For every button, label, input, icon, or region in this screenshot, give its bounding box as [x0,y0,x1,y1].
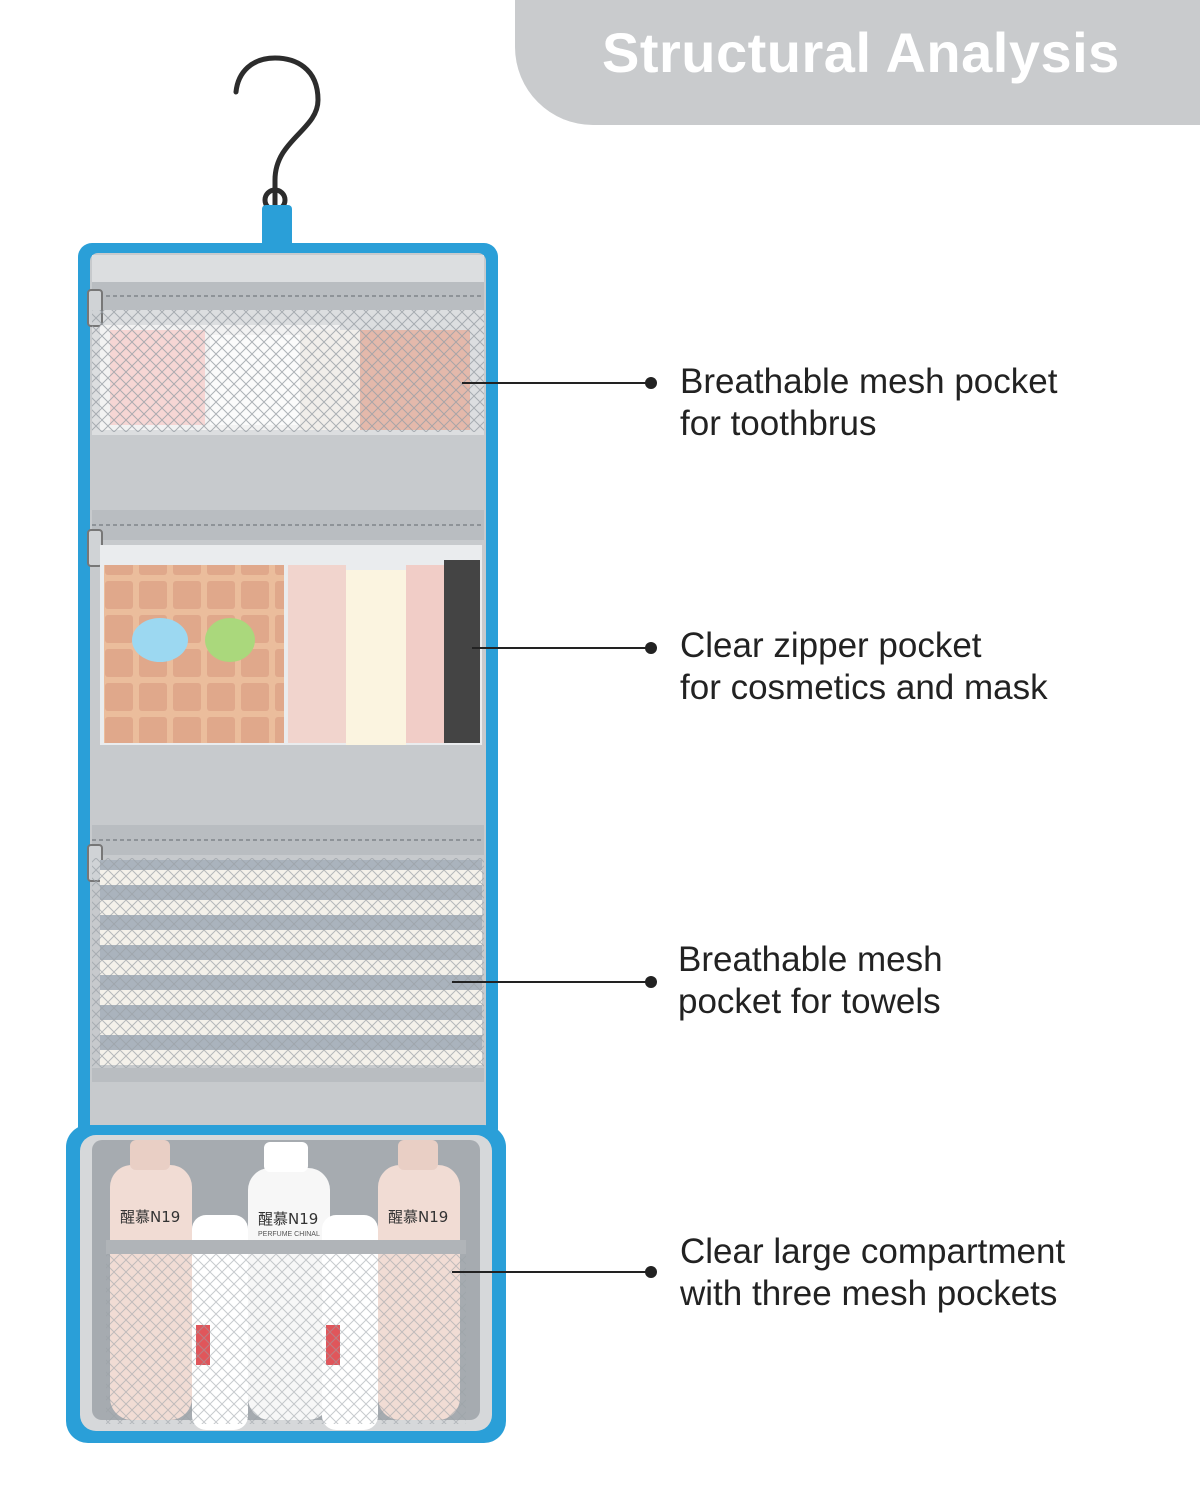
leader-line-4 [452,1266,657,1278]
hanging-hook [233,55,321,250]
bottle-label-1: 醒慕N19 [120,1208,180,1226]
callout-1-line-1: Breathable mesh pocket [680,362,1058,401]
clear-zipper-pocket [87,510,484,745]
leader-line-1 [462,377,657,389]
callout-3-line-2: pocket for towels [678,982,941,1021]
title-banner [515,0,1200,125]
bottle-sublabel: PERFUME CHINAL [258,1231,320,1238]
leader-line-3 [452,976,657,988]
callout-4-line-2: with three mesh pockets [680,1274,1058,1313]
mesh-pocket-top [87,255,484,435]
callout-2-line-2: for cosmetics and mask [680,668,1048,707]
callout-mesh-pocket-towels: Breathable mesh pocket for towels [678,939,943,1023]
callout-large-compartment: Clear large compartment with three mesh … [680,1231,1065,1315]
mesh-pocket-towel [87,825,484,1082]
large-compartment [66,1125,506,1443]
bottle-label-2: 醒慕N19 [258,1210,318,1228]
callout-4-line-1: Clear large compartment [680,1232,1066,1271]
callout-clear-zipper-pocket: Clear zipper pocket for cosmetics and ma… [680,625,1048,709]
banner-title: Structural Analysis [602,21,1120,84]
callout-2-line-1: Clear zipper pocket [680,626,982,665]
callout-mesh-pocket-toothbrush: Breathable mesh pocket for toothbrus [680,361,1057,445]
callout-1-line-2: for toothbrus [680,404,877,443]
leader-line-2 [472,642,657,654]
bottle-label-3: 醒慕N19 [388,1208,448,1226]
callout-3-line-1: Breathable mesh [678,940,943,979]
